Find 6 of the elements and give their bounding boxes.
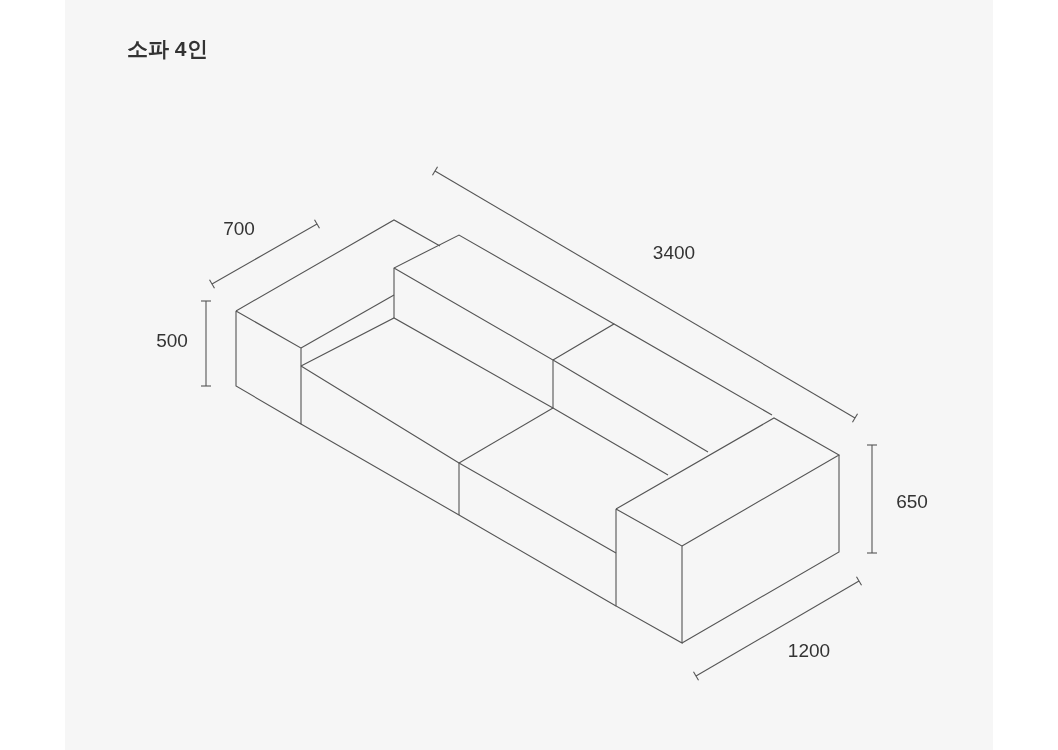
dimension-label: 500: [156, 330, 188, 352]
dimension-label: 650: [896, 491, 928, 513]
dimension-label: 700: [223, 218, 255, 240]
title: 소파 4인: [127, 36, 208, 62]
dimension-label: 3400: [652, 242, 696, 264]
dimension-label: 1200: [787, 640, 831, 662]
